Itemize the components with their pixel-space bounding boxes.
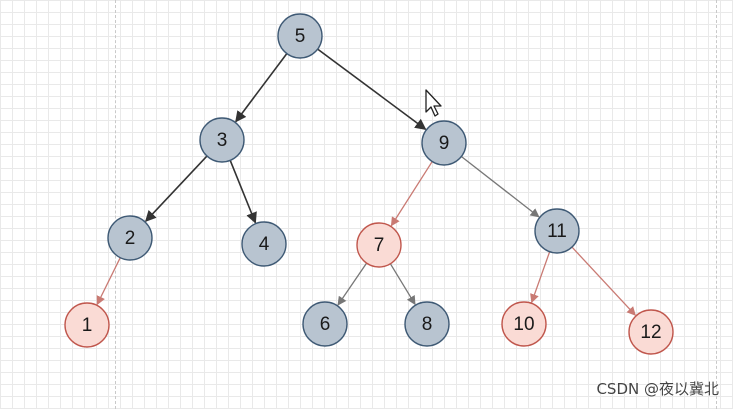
node-label: 2 (125, 228, 136, 249)
node-label: 8 (422, 314, 433, 335)
node-label: 4 (259, 234, 270, 255)
edge-n9-n7 (390, 161, 433, 227)
tree-node-8: 8 (404, 301, 450, 347)
tree-node-5: 5 (277, 13, 323, 59)
edge-n5-n9 (317, 48, 427, 130)
node-circle (241, 221, 287, 267)
edge-n2-n1 (96, 257, 121, 306)
guide-line-right (716, 0, 717, 409)
tree-node-9: 9 (421, 120, 467, 166)
edge-n11-n10 (530, 251, 551, 304)
edge-n3-n4 (229, 160, 257, 224)
edge-n9-n11 (460, 156, 540, 218)
node-label: 7 (374, 235, 385, 256)
node-circle (421, 120, 467, 166)
tree-node-2: 2 (107, 215, 153, 261)
edge-n7-n8 (389, 263, 416, 306)
node-label: 12 (640, 322, 661, 343)
mouse-cursor-icon (425, 89, 442, 117)
edge-n7-n6 (337, 262, 368, 306)
node-label: 9 (439, 133, 450, 154)
node-circle (628, 309, 674, 355)
tree-node-4: 4 (241, 221, 287, 267)
node-circle (404, 301, 450, 347)
node-circle (356, 222, 402, 268)
node-circle (277, 13, 323, 59)
watermark: CSDN @夜以冀北 (596, 380, 719, 398)
node-circle (302, 301, 348, 347)
node-circle (199, 117, 245, 163)
edge-n3-n2 (144, 155, 208, 223)
node-label: 3 (217, 130, 228, 151)
tree-node-11: 11 (534, 208, 580, 254)
node-circle (534, 208, 580, 254)
node-label: 6 (320, 314, 331, 335)
guide-line-left (115, 0, 116, 409)
node-circle (64, 302, 110, 348)
tree-node-7: 7 (356, 222, 402, 268)
node-circle (501, 301, 547, 347)
edge-n11-n12 (571, 246, 636, 316)
tree-node-6: 6 (302, 301, 348, 347)
node-label: 10 (513, 314, 534, 335)
tree-node-12: 12 (628, 309, 674, 355)
node-label: 1 (82, 315, 93, 336)
tree-node-3: 3 (199, 117, 245, 163)
edges-layer (96, 48, 636, 316)
tree-node-1: 1 (64, 302, 110, 348)
node-circle (107, 215, 153, 261)
tree-node-10: 10 (501, 301, 547, 347)
node-label: 5 (295, 26, 306, 47)
node-label: 11 (547, 221, 567, 242)
edge-n5-n3 (235, 53, 288, 123)
